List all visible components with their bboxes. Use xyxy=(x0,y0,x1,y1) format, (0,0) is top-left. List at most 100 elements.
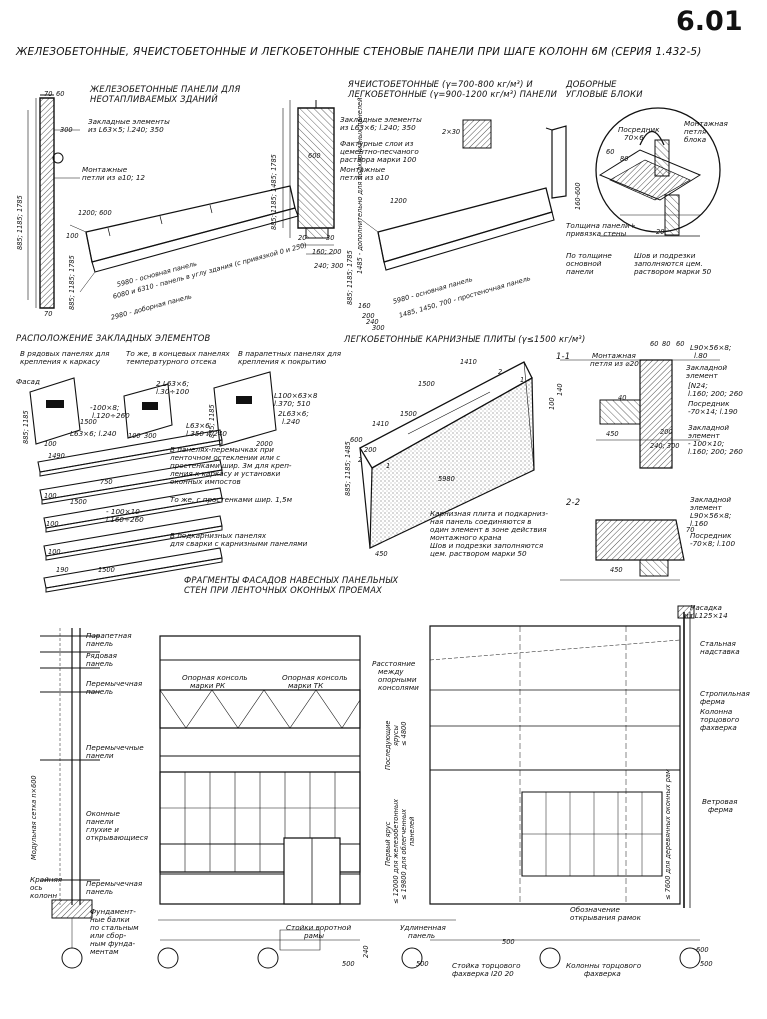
sec6-emb2-c: - 100×10; xyxy=(688,439,725,448)
sec4-under-1: В подкарнизных панелях xyxy=(170,531,267,540)
facade-fragments xyxy=(40,606,700,968)
sec2-dim-20: 20 xyxy=(298,234,307,242)
sec4-col3-b: крепления к покрытию xyxy=(238,357,327,366)
sec5-dim-1b: 1 xyxy=(386,462,391,470)
sec6-dim-100: 100 xyxy=(548,397,556,410)
sec6-dim-80: 80 xyxy=(662,340,671,348)
sec7-console-tk-1: Опорная консоль xyxy=(282,673,348,682)
sec5-dim-1410: 1410 xyxy=(460,358,477,366)
sec6-dim-240: 240; 300 xyxy=(650,442,680,450)
sec3-thick-1: Толщина панели+ xyxy=(566,221,636,230)
sec7-edge-2: ось xyxy=(30,883,43,892)
sec4-note-8: L100×63×8 xyxy=(274,391,318,400)
sec6-dim-60b: 60 xyxy=(676,340,685,348)
sec2-fact-2: цементно-песчаного xyxy=(340,147,419,156)
sec3-seam-1: Шов и подрезки xyxy=(634,251,696,260)
sec7-found-2: ные балки xyxy=(90,915,130,924)
sec7-window-1: Оконные xyxy=(86,809,120,818)
sec6-spc3-a: Посредник xyxy=(690,531,732,540)
sec7-extended-1: Удлиненная xyxy=(400,923,446,932)
sec7-symbol-2: открывания рамок xyxy=(570,913,641,922)
sec7-mid-dim-500: 500 xyxy=(342,960,355,968)
sec3-base-2: основной xyxy=(566,259,602,268)
sec6-dim-40: 40 xyxy=(618,394,627,402)
sec7-dist-2: между xyxy=(378,667,404,676)
sec1-embed-1: Закладные элементы xyxy=(88,117,170,126)
sec6-dim-450b: 450 xyxy=(610,566,623,574)
sec4-dim-300: 300 xyxy=(144,432,157,440)
sec7-edge-3: колонн xyxy=(30,891,58,900)
sec5-joint-3: один элемент в зоне действия xyxy=(430,525,547,534)
sec5-title: ЛЕГКОБЕТОННЫЕ КАРНИЗНЫЕ ПЛИТЫ (γ≤1500 кг… xyxy=(344,334,586,344)
sec7-post-1: Стойка торцового xyxy=(452,961,521,970)
sec4-title: РАСПОЛОЖЕНИЕ ЗАКЛАДНЫХ ЭЛЕМЕНТОВ xyxy=(16,333,211,343)
sec3-dim-160: 160-600 xyxy=(574,182,582,210)
sec4-dim-100e: 100 xyxy=(128,432,141,440)
sec7-parapet-2: панель xyxy=(86,639,114,648)
sec5-dim-450: 450 xyxy=(375,550,388,558)
sec3-title-2: УГЛОВЫЕ БЛОКИ xyxy=(566,89,643,99)
sec7-window-3: глухие и xyxy=(86,825,119,834)
sec1-height-2: 885; 1185; 1785 xyxy=(68,255,76,310)
sec2-fact-3: раствора марки 100 xyxy=(340,155,417,164)
sec6-spacer-2: -70×14; l.190 xyxy=(688,407,738,416)
sec4-note-11: l.240 xyxy=(282,417,301,426)
sec7-found-4: или сбор- xyxy=(90,931,127,940)
sec2-add-note: 1485 - дополнительно для подкарнизных па… xyxy=(356,97,364,274)
sec2-dim-240: 240; 300 xyxy=(314,262,344,270)
sec4-same: То же, с простенками шир. 1,5м xyxy=(170,495,293,504)
sec7-next-3: ≤ 4800 xyxy=(400,721,408,746)
sec4-note-4: 2 L63×6; xyxy=(156,379,190,388)
sec5-dim-600: 600 xyxy=(350,436,363,444)
sec4-dim-1490: 1490 xyxy=(48,452,65,460)
sec7-right-dim-600: 600 xyxy=(696,946,709,954)
sec7-right-dim-500b: 500 xyxy=(700,960,713,968)
sec7-dist-1: Расстояние xyxy=(372,659,416,668)
sec7-rafter-1: Стропильная xyxy=(700,689,750,698)
sec6-spc3-b: -70×8; l.100 xyxy=(690,539,736,548)
sec7-extended-2: панель xyxy=(408,931,436,940)
sec6-emb3-c: L90×56×8; xyxy=(690,511,732,520)
sec5-dim-1410b: 1410 xyxy=(372,420,389,428)
sec4-dim-1500c: 1500 xyxy=(98,566,115,574)
sec4-note-3: L63×6; l.240 xyxy=(70,429,117,438)
sec2-dim-2x30: 2×30 xyxy=(442,128,461,136)
sec1-loops-2: петли из ⌀10; 12 xyxy=(82,173,145,182)
sec5-dim-1500: 1500 xyxy=(418,380,435,388)
sec7-found-6: ментам xyxy=(90,947,119,956)
sec6-angle-2: l.80 xyxy=(694,351,708,360)
sec3-loop-3: блока xyxy=(684,135,707,144)
sec7-cap-2: из L125×14 xyxy=(684,611,728,620)
sec2-dim-200b: 200 xyxy=(362,312,375,320)
sec4-dim-1500: 1500 xyxy=(80,418,97,426)
sec7-parapet-1: Парапетная xyxy=(86,631,132,640)
sec2-loops-2: петли из ⌀10 xyxy=(340,173,390,182)
sec6-emb3-a: Закладной xyxy=(690,495,732,504)
sec2-fact-1: Фактурные слои из xyxy=(340,139,414,148)
sec1-dim-300: 300 xyxy=(60,126,73,134)
sec1-dim-100: 100 xyxy=(66,232,79,240)
sec1-title-2: НЕОТАПЛИВАЕМЫХ ЗДАНИЙ xyxy=(90,94,218,104)
sec2-height-1: 885; 1185; 1485; 1785 xyxy=(270,154,278,230)
corner-block-section xyxy=(596,108,720,236)
sec4-dim-100c: 100 xyxy=(46,520,59,528)
sec1-height-1: 885; 1185; 1785 xyxy=(16,195,24,250)
sec2-title-1: ЯЧЕИСТОБЕТОННЫЕ (γ=700-800 кг/м³) И xyxy=(348,79,533,89)
sec7-first-4: панелей xyxy=(408,816,416,846)
sec1-loops-1: Монтажные xyxy=(82,165,128,174)
sec2-title-2: ЛЕГКОБЕТОННЫЕ (γ=900-1200 кг/м³) ПАНЕЛИ xyxy=(348,89,558,99)
sec2-dim-1200: 1200 xyxy=(390,197,407,205)
sec6-dim-70: 70 xyxy=(686,526,695,534)
sec6-dim-200: 200 xyxy=(660,428,673,436)
sec3-base-3: панели xyxy=(566,267,594,276)
sec7-steel-2: надставка xyxy=(700,647,740,656)
sec7-title-2: СТЕН ПРИ ЛЕНТОЧНЫХ ОКОННЫХ ПРОЕМАХ xyxy=(184,585,383,595)
sec6-embed-1: Закладной xyxy=(686,363,728,372)
sec4-lintel-2: ленточном остеклении или с xyxy=(170,453,281,462)
sec7-cols-1: Колонны торцового xyxy=(566,961,642,970)
sec3-loop-1: Монтажная xyxy=(684,119,728,128)
sec6-spacer-1: Посредник xyxy=(688,399,730,408)
sec7-lintel-3: Перемычечные xyxy=(86,743,144,752)
